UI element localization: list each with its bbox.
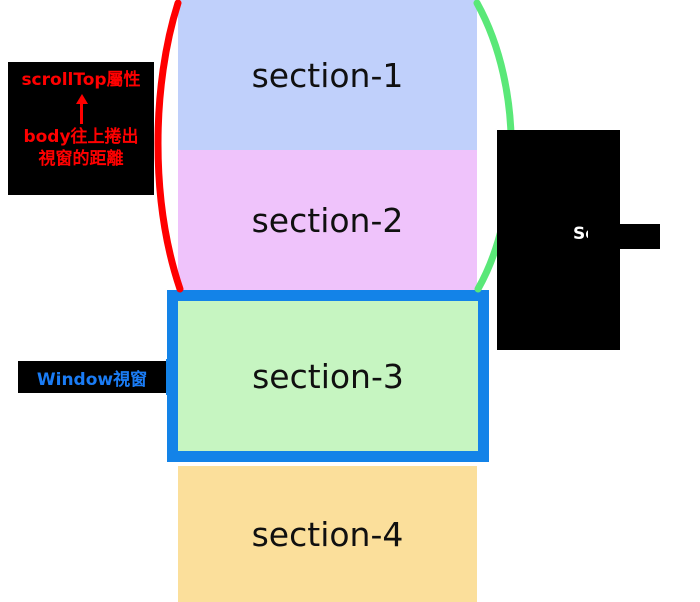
section-2-block: section-2 bbox=[178, 150, 477, 290]
scrolltop-title: scrollTop屬性 bbox=[21, 70, 141, 90]
right-panel-redaction-bar bbox=[588, 224, 660, 249]
window-label-text: Window視窗 bbox=[36, 369, 148, 390]
section-3-label: section-3 bbox=[252, 356, 404, 396]
section-3-block: section-3 bbox=[178, 301, 478, 451]
section-2-label: section-2 bbox=[251, 200, 404, 240]
section-4-label: section-4 bbox=[251, 514, 404, 554]
scrolltop-desc-line-1: body往上捲出 bbox=[23, 127, 139, 147]
window-viewport-frame: section-3 bbox=[167, 290, 489, 462]
window-label-tick bbox=[166, 359, 172, 395]
scrolltop-annotation: scrollTop屬性 body往上捲出 視窗的距離 bbox=[8, 62, 154, 195]
window-label-box: Window視窗 bbox=[18, 361, 166, 393]
arrow-up-icon bbox=[76, 94, 88, 124]
red-curve-icon bbox=[154, 0, 184, 293]
section-1-label: section-1 bbox=[251, 55, 404, 95]
section-4-block: section-4 bbox=[178, 466, 477, 602]
section-1-block: section-1 bbox=[178, 0, 477, 150]
scrolltop-desc-line-2: 視窗的距離 bbox=[38, 149, 124, 169]
